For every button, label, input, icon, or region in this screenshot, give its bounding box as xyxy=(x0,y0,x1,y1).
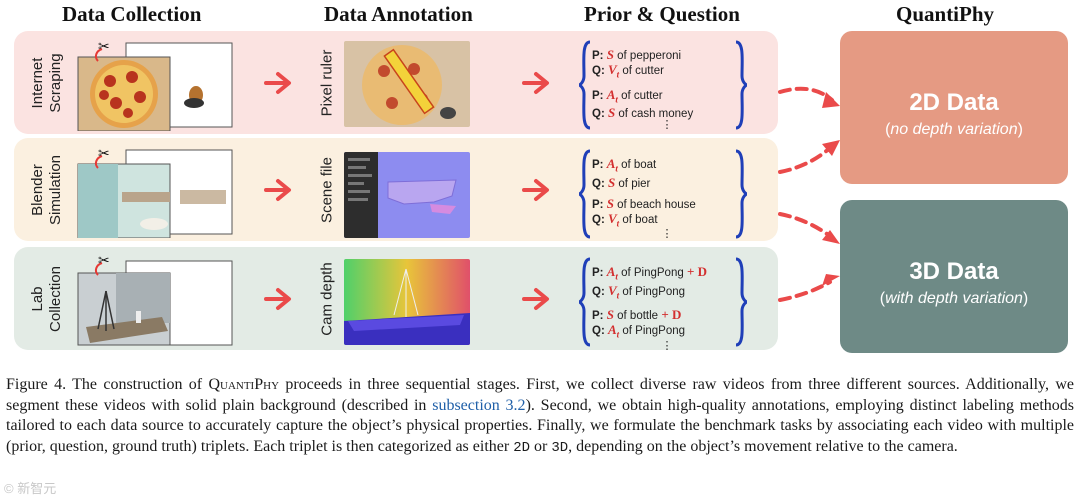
left-brace-icon xyxy=(578,40,591,130)
scene-file-thumbnail xyxy=(344,152,470,238)
arrow-right-icon xyxy=(522,71,552,100)
prior-line: P: At of cutter xyxy=(592,86,663,105)
arrow-right-icon xyxy=(264,178,294,207)
column-header-prior-question: Prior & Question xyxy=(584,2,740,26)
dashed-connector-arrows xyxy=(778,86,840,302)
data-2d-title: 2D Data xyxy=(909,89,999,116)
cam-depth-thumbnail xyxy=(344,259,470,345)
question-line: Q: At of PingPong xyxy=(592,322,686,340)
annotation-method-label: Pixel ruler xyxy=(318,49,336,116)
brand-name: QuantiPhy xyxy=(208,376,280,393)
question-line: Q: S of cash money xyxy=(592,105,694,121)
question-line: Q: Vt of PingPong xyxy=(592,282,686,301)
svg-text:✂: ✂ xyxy=(98,38,110,54)
column-header-annotation: Data Annotation xyxy=(324,2,473,26)
lab-video-thumbnail: ✂ xyxy=(76,251,236,347)
right-brace-icon xyxy=(735,257,748,347)
svg-text:✂: ✂ xyxy=(98,252,110,268)
pizza-video-thumbnail: ✂ xyxy=(76,37,236,131)
data-3d-box: 3D Data (with depth variation) xyxy=(840,200,1068,353)
right-brace-icon xyxy=(735,149,748,239)
arrow-right-icon xyxy=(522,287,552,316)
annotation-method-label: Scene file xyxy=(318,156,336,223)
ellipsis: ⋮ xyxy=(661,339,673,352)
prior-line: P: S of pepperoni xyxy=(592,47,682,63)
question-line: Q: Vt of boat xyxy=(592,210,658,229)
data-2d-box: 2D Data (no depth variation) xyxy=(840,31,1068,184)
question-line: Q: S of pier xyxy=(592,174,651,190)
left-brace-icon xyxy=(578,149,591,239)
beach-video-thumbnail: ✂ xyxy=(76,144,236,238)
data-2d-subtitle: (no depth variation) xyxy=(885,121,1023,138)
data-3d-subtitle: (with depth variation) xyxy=(879,290,1029,307)
prior-line: P: S of bottle + D xyxy=(592,307,682,323)
subsection-link[interactable]: subsection 3.2 xyxy=(432,396,526,414)
arrow-right-icon xyxy=(522,178,552,207)
prior-line: P: At of PingPong + D xyxy=(592,264,708,282)
right-brace-icon xyxy=(735,40,748,130)
arrow-right-icon xyxy=(264,71,294,100)
column-header-collection: Data Collection xyxy=(62,2,202,26)
prior-line: P: S of beach house xyxy=(592,195,696,211)
watermark: © 新智元 xyxy=(4,481,57,496)
data-3d-title: 3D Data xyxy=(909,258,999,285)
svg-text:✂: ✂ xyxy=(98,145,110,161)
pixel-ruler-thumbnail xyxy=(344,41,470,127)
ellipsis: ⋮ xyxy=(661,228,673,241)
figure-caption: Figure 4. The construction of QuantiPhy … xyxy=(6,376,1075,456)
column-header-quantiphy: QuantiPhy xyxy=(896,2,995,26)
question-line: Q: Vt of cutter xyxy=(592,62,664,80)
annotation-method-label: Cam depth xyxy=(318,261,336,336)
ellipsis: ⋮ xyxy=(661,119,673,132)
left-brace-icon xyxy=(578,257,591,347)
arrow-right-icon xyxy=(264,287,294,316)
prior-line: P: At of boat xyxy=(592,156,657,174)
